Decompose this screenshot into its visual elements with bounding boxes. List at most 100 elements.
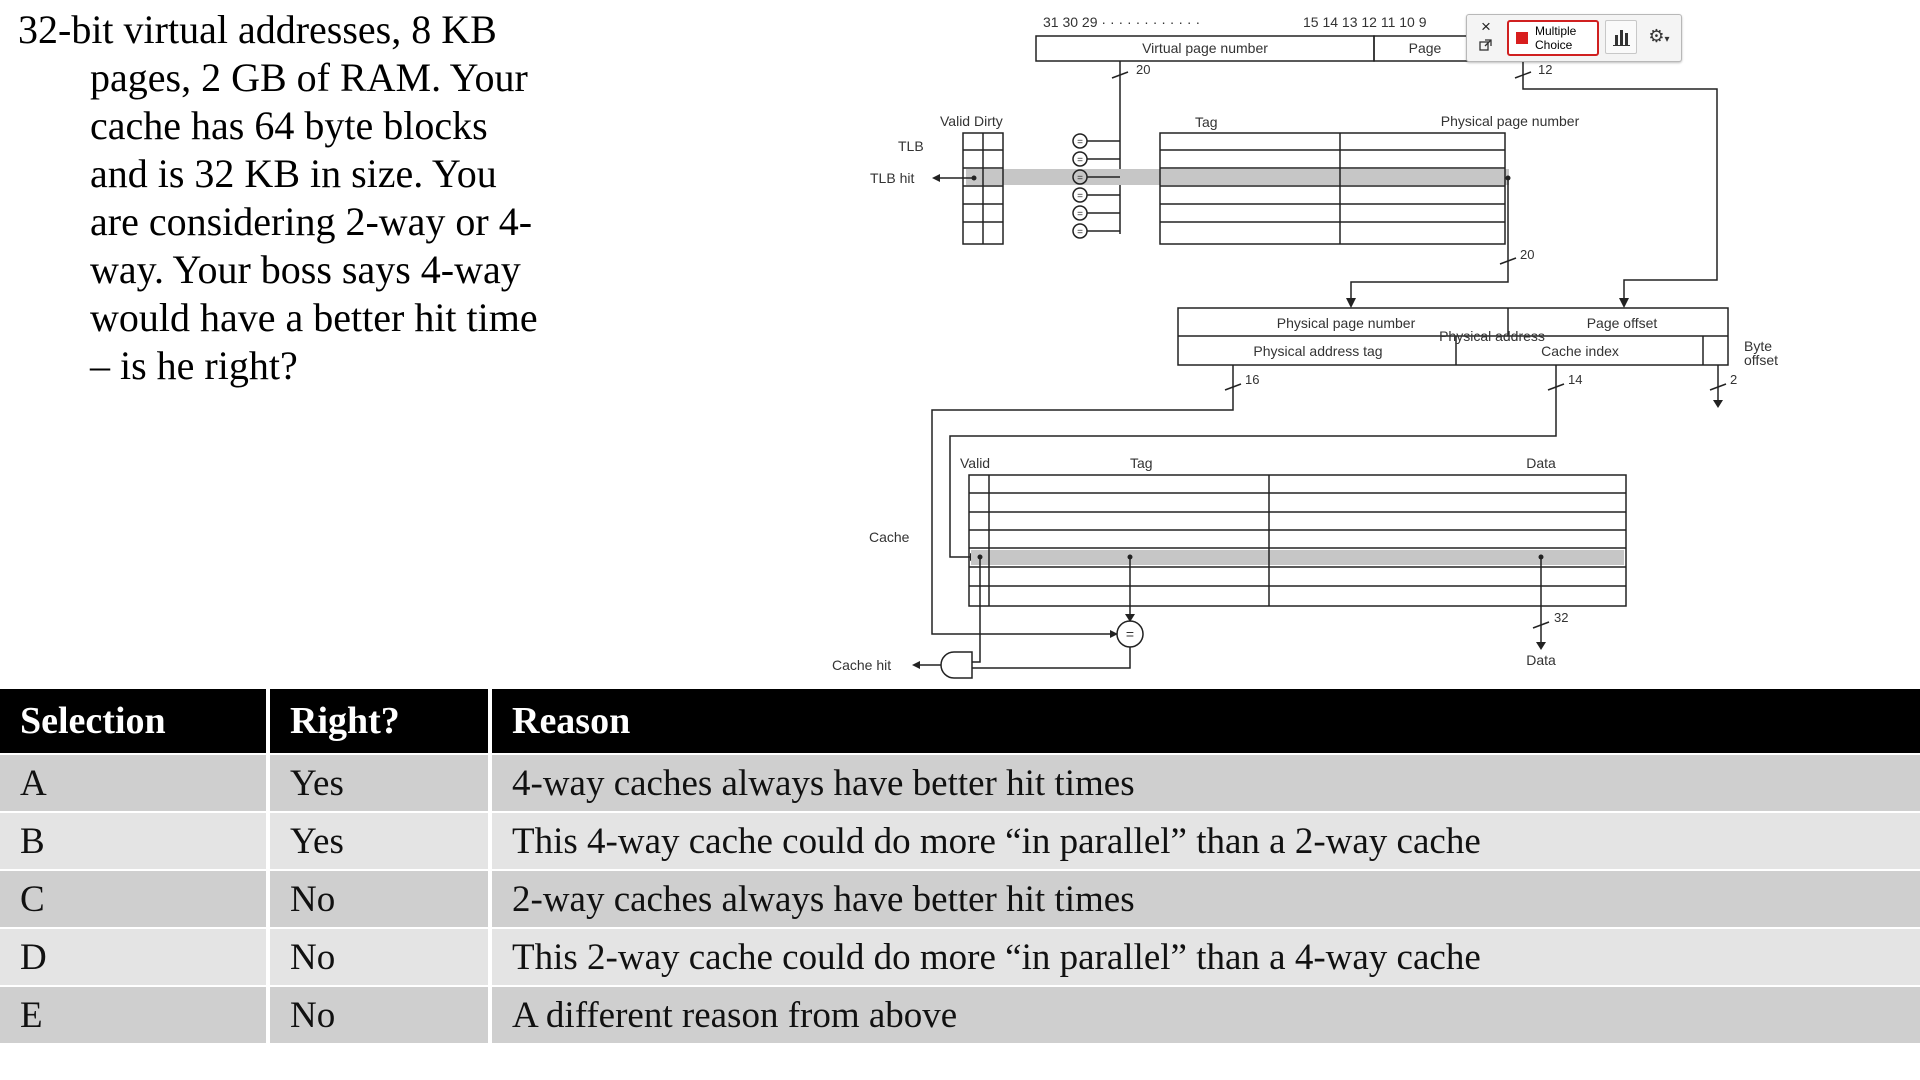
ppn-width-label: 20 (1520, 247, 1534, 262)
tlb-label: TLB (898, 138, 924, 154)
comparator-out-line (972, 647, 1131, 669)
column-header-reason: Reason (492, 689, 1920, 753)
tag-line (931, 365, 1234, 635)
question-line: and is 32 KB in size. You (90, 151, 497, 196)
comparator-symbol: = (1077, 173, 1083, 184)
dropdown-caret-icon: ▾ (1664, 34, 1670, 45)
tlb-cache-diagram: 31 30 29 · · · · · · · · · · · · 15 14 1… (832, 14, 1778, 679)
arrow-to-ppn (1346, 298, 1356, 308)
and-gate (940, 651, 973, 679)
selection-cell: C (0, 869, 270, 927)
vpn-bus-tick (1111, 71, 1129, 79)
question-line: way. Your boss says 4-way (90, 247, 521, 292)
tlb-selected-row (966, 169, 1509, 185)
table-row: D No This 2-way cache could do more “in … (0, 927, 1920, 985)
question-text: 32-bit virtual addresses, 8 KB pages, 2 … (18, 6, 708, 390)
ppn-tap-dot (1505, 175, 1511, 181)
reason-cell: 2-way caches always have better hit time… (492, 869, 1920, 927)
multiple-choice-label: Multiple Choice (1535, 24, 1577, 52)
answer-table: Selection Right? Reason A Yes 4-way cach… (0, 689, 1920, 1043)
pa-offset-label: Page offset (1587, 315, 1658, 331)
cache-row-lines (969, 492, 1626, 587)
pa-ppn-label: Physical page number (1277, 315, 1416, 331)
byte-offset-bus-tick (1709, 383, 1727, 391)
cache-table (968, 474, 1627, 607)
popout-icon[interactable] (1479, 39, 1492, 51)
comparator-symbol: = (1077, 137, 1083, 148)
cache-tag-arrow (1125, 614, 1135, 622)
va-bit-numbers-right: 15 14 13 12 11 10 9 (1303, 14, 1427, 30)
valid-line (972, 557, 981, 663)
vpn-width-label: 20 (1136, 62, 1150, 77)
cache-data-label: Data (1526, 455, 1556, 471)
question-line: would have a better hit time (90, 295, 538, 340)
right-cell: Yes (270, 811, 492, 869)
question-line: are considering 2-way or 4- (90, 199, 533, 244)
offset-bus-tick (1514, 71, 1532, 79)
tlb-hit-label: TLB hit (870, 170, 914, 186)
question-line: pages, 2 GB of RAM. Your (90, 55, 528, 100)
right-cell: No (270, 985, 492, 1043)
va-vpn-label: Virtual page number (1142, 40, 1268, 56)
multiple-choice-button[interactable]: Multiple Choice (1507, 20, 1599, 56)
table-header-row: Selection Right? Reason (0, 689, 1920, 753)
index-line (949, 365, 1557, 558)
cache-valid-label: Valid (960, 455, 990, 471)
selection-cell: A (0, 753, 270, 811)
cache-selected-row (971, 550, 1624, 565)
gear-icon: ⚙ (1648, 26, 1665, 46)
right-cell: No (270, 869, 492, 927)
data-width-label: 32 (1554, 610, 1568, 625)
cache-hit-arrow (912, 661, 920, 669)
selection-cell: D (0, 927, 270, 985)
table-row: B Yes This 4-way cache could do more “in… (0, 811, 1920, 869)
tlb-comparators (1072, 133, 1120, 239)
tlb-ppn-label: Physical page number (1441, 113, 1580, 129)
right-cell: Yes (270, 753, 492, 811)
question-line: 32-bit virtual addresses, 8 KB (18, 7, 497, 52)
settings-button[interactable]: ⚙▾ (1643, 20, 1675, 52)
index-width-label: 14 (1568, 372, 1582, 387)
close-icon[interactable]: × (1481, 17, 1491, 36)
table-row: E No A different reason from above (0, 985, 1920, 1043)
comparator-symbol: = (1077, 155, 1083, 166)
data-out-label: Data (1526, 652, 1556, 668)
index-bus-tick (1547, 383, 1565, 391)
physical-address-label: Physical address (1439, 328, 1545, 344)
stop-icon (1516, 32, 1528, 44)
comparator-symbol: = (1077, 209, 1083, 220)
table-row: C No 2-way caches always have better hit… (0, 869, 1920, 927)
column-header-selection: Selection (0, 689, 270, 753)
arrow-to-page-offset (1619, 298, 1629, 308)
chart-button[interactable] (1605, 20, 1637, 54)
tlb-hit-arrow (932, 174, 940, 182)
tlb-tag-label: Tag (1195, 114, 1218, 130)
ppn-line (1350, 178, 1509, 306)
cache-index-label: Cache index (1541, 343, 1619, 359)
va-bit-numbers-left: 31 30 29 · · · · · · · · · · · · (1043, 14, 1200, 30)
question-line: – is he right? (90, 343, 298, 388)
cache-hit-label: Cache hit (832, 657, 891, 673)
table-row: A Yes 4-way caches always have better hi… (0, 753, 1920, 811)
cache-tag-label: Tag (1130, 455, 1153, 471)
byte-offset-width-label: 2 (1730, 372, 1737, 387)
tlb-hit-dot (971, 175, 977, 181)
tag-bus-tick (1224, 383, 1242, 391)
selection-cell: E (0, 985, 270, 1043)
data-bus-tick (1532, 621, 1550, 629)
tlb-tag-ppn-table (1159, 132, 1506, 245)
reason-cell: This 4-way cache could do more “in paral… (492, 811, 1920, 869)
data-out-arrow (1536, 642, 1546, 650)
poll-toolbar: × Multiple Choice ⚙▾ (1466, 14, 1682, 62)
cache-label: Cache (869, 529, 910, 545)
selection-cell: B (0, 811, 270, 869)
column-header-right: Right? (270, 689, 492, 753)
bar-chart-icon (1613, 30, 1630, 46)
tlb-valid-dirty-label: Valid Dirty (940, 113, 1003, 129)
reason-cell: 4-way caches always have better hit time… (492, 753, 1920, 811)
va-offset-label: Page (1409, 40, 1442, 56)
pa-tag-label: Physical address tag (1253, 343, 1382, 359)
offset-line (1522, 61, 1718, 306)
tag-arrow (1110, 630, 1118, 638)
